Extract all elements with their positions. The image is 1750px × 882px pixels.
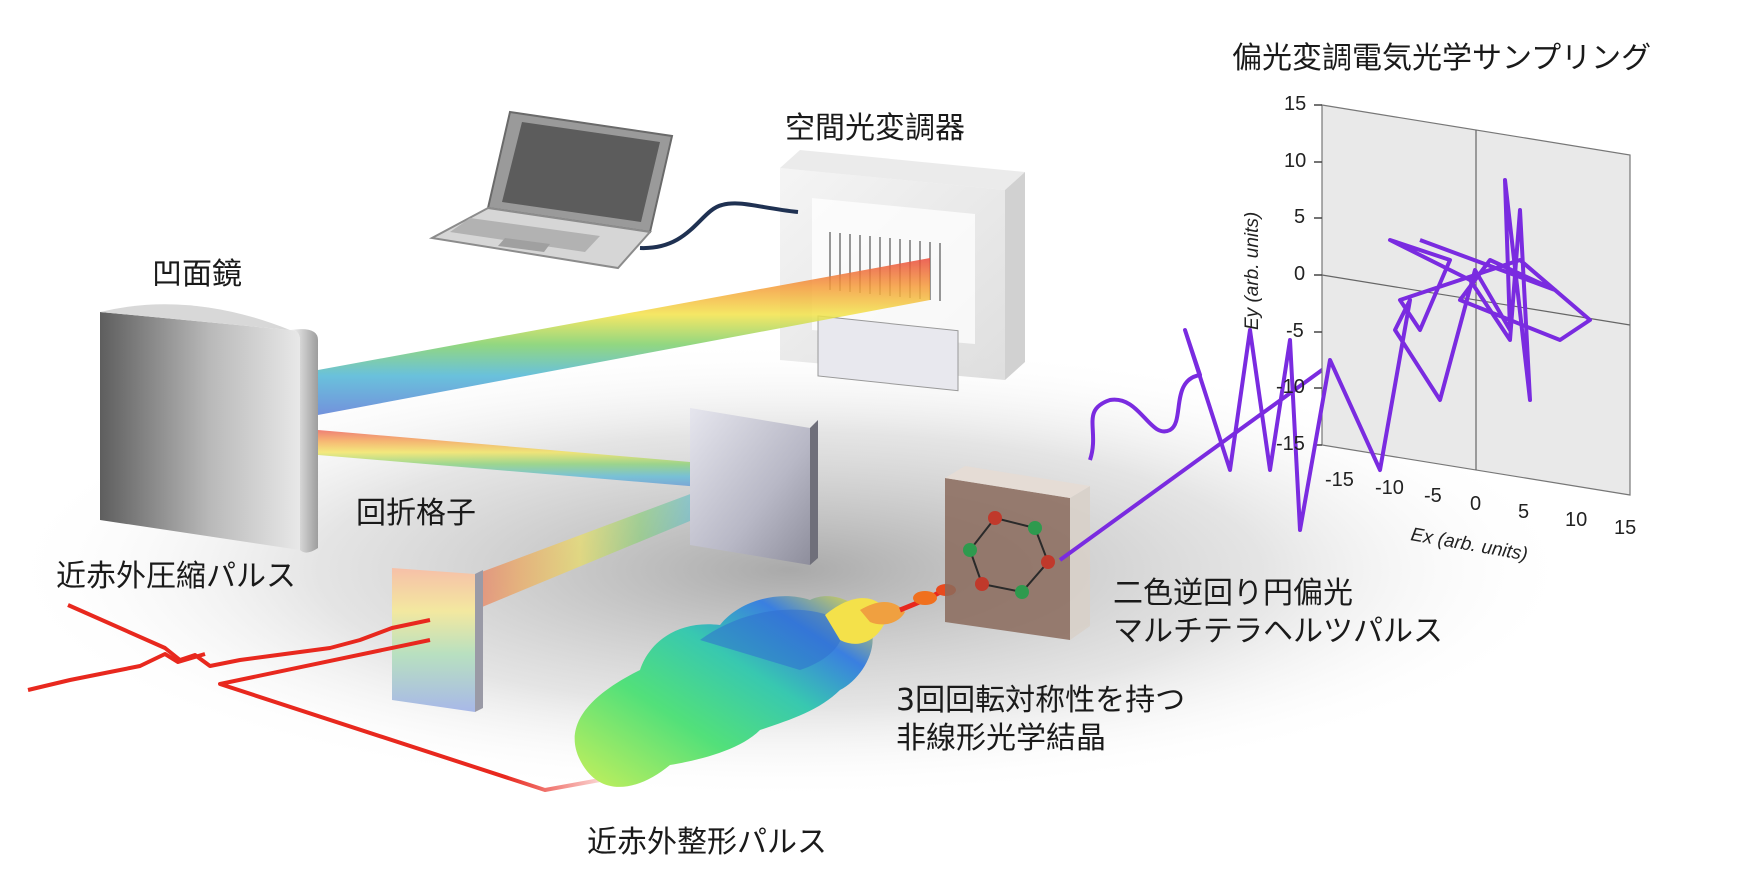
atom-red: [988, 511, 1002, 525]
polarization-trace: [1088, 178, 1592, 532]
grating-label: 回折格子: [356, 496, 476, 531]
fold-mirror: [690, 408, 818, 565]
atom-green: [1015, 585, 1029, 599]
atom-red: [975, 577, 989, 591]
atom-red: [1041, 555, 1055, 569]
x-tick: -10: [1375, 477, 1404, 499]
spectral-beam-to-slm: [318, 258, 930, 415]
x-tick: 5: [1518, 501, 1529, 523]
y-tick: -10: [1276, 376, 1305, 398]
y-tick: 5: [1294, 206, 1305, 228]
thz-pulse-label-line1: 二色逆回り円偏光: [1113, 576, 1353, 611]
thz-pulse-label-line2: マルチテラヘルツパルス: [1113, 614, 1443, 649]
diffraction-grating: [392, 568, 483, 712]
nir-compressed-pulse-trace: [27, 603, 601, 792]
x-tick: -5: [1424, 485, 1442, 507]
x-tick: 0: [1470, 493, 1481, 515]
cable: [639, 201, 799, 251]
atom-green: [963, 543, 977, 557]
y-tick: -15: [1276, 433, 1305, 455]
nir-shaped-pulse-label: 近赤外整形パルス: [587, 825, 827, 860]
slm-label: 空間光変調器: [785, 111, 965, 146]
crystal-label-line2: 非線形光学結晶: [896, 721, 1106, 756]
shaped-pulse-plume: [574, 596, 905, 787]
y-tick: 15: [1284, 93, 1306, 115]
spectral-beam-to-fold-mirror: [318, 430, 760, 492]
x-tick-labels: -15 -10 -5 0 5 10 15: [1325, 469, 1636, 539]
y-tick: 0: [1294, 263, 1305, 285]
x-tick: 15: [1614, 517, 1636, 539]
nir-compressed-pulse-label: 近赤外圧縮パルス: [56, 559, 296, 594]
x-tick: -15: [1325, 469, 1354, 491]
nonlinear-crystal: [945, 466, 1090, 640]
crystal-label-line1: 3回回転対称性を持つ: [896, 683, 1186, 718]
y-tick: -5: [1286, 320, 1304, 342]
laptop-icon: [428, 110, 799, 270]
atom-green: [1028, 521, 1042, 535]
eos-plot: [1088, 104, 1631, 532]
crystal-label: 3回回転対称性を持つ 非線形光学結晶: [896, 682, 1185, 758]
concave-mirror-label: 凹面鏡: [152, 257, 242, 292]
y-tick-labels: 15 10 5 0 -5 -10 -15: [1276, 93, 1306, 455]
eos-title: 偏光変調電気光学サンプリング: [1232, 41, 1652, 76]
x-tick: 10: [1565, 509, 1587, 531]
spectral-beam-to-grating: [460, 468, 760, 612]
slm-panel: [817, 315, 959, 392]
y-axis-title: Ey (arb. units): [1242, 212, 1263, 330]
y-tick: 10: [1284, 150, 1306, 172]
concave-mirror: [100, 304, 318, 553]
thz-pulse-label: 二色逆回り円偏光 マルチテラヘルツパルス: [1113, 575, 1443, 651]
